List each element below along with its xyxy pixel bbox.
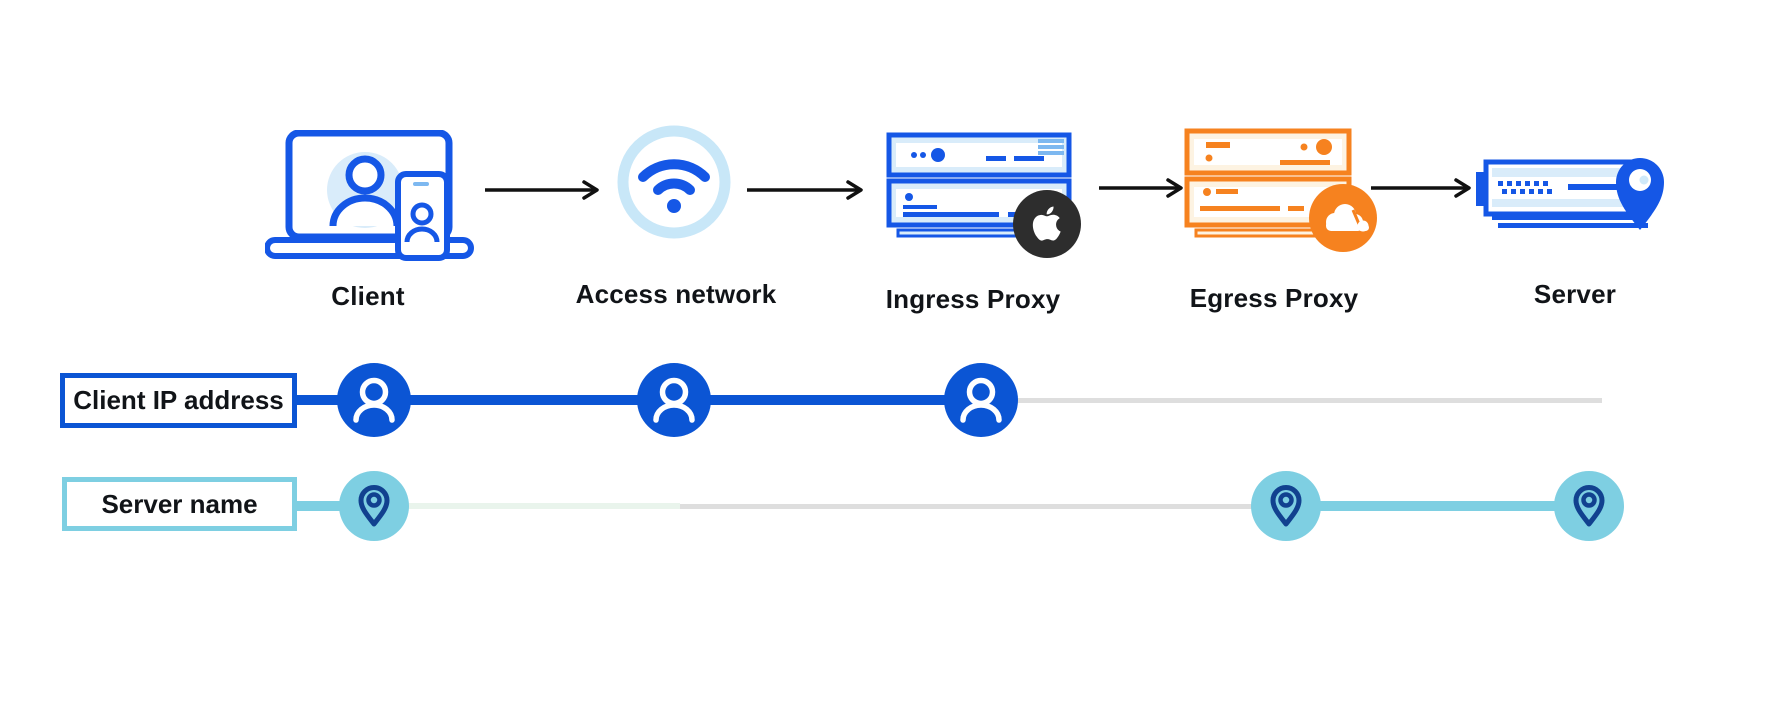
server-name-marker	[1554, 471, 1624, 541]
client-ip-marker	[944, 363, 1018, 437]
server-name-marker	[1251, 471, 1321, 541]
server-name-visible-line	[295, 501, 375, 511]
arrow-icon	[1099, 178, 1183, 198]
person-icon	[960, 377, 1002, 423]
client-ip-hidden-line	[981, 398, 1602, 403]
client-devices-icon	[265, 130, 474, 261]
location-pin-icon	[1573, 485, 1605, 527]
client-ip-marker	[637, 363, 711, 437]
cloudflare-logo-icon	[1309, 184, 1377, 252]
faded-highlight-segment	[382, 503, 680, 509]
flow-node-label: Client	[331, 281, 405, 311]
lane-label-server-name: Server name	[62, 477, 297, 531]
person-icon	[353, 377, 395, 423]
wifi-icon	[617, 125, 731, 239]
flow-node-label: Access network	[575, 279, 777, 309]
server-location-icon	[1476, 158, 1664, 230]
server-name-visible-line	[1286, 501, 1589, 511]
flow-node-label: Egress Proxy	[1189, 283, 1359, 313]
server-name-marker	[339, 471, 409, 541]
client-ip-marker	[337, 363, 411, 437]
location-pin-icon	[358, 485, 390, 527]
lane-label-client-ip: Client IP address	[60, 373, 297, 428]
flow-node-label: Server	[1533, 279, 1617, 309]
person-icon	[653, 377, 695, 423]
flow-node-label: Ingress Proxy	[885, 284, 1061, 314]
apple-logo-icon	[1013, 190, 1081, 258]
arrow-icon	[1371, 178, 1471, 198]
server-name-hidden-line	[374, 504, 1286, 509]
arrow-icon	[747, 180, 863, 200]
location-pin-icon	[1270, 485, 1302, 527]
arrow-icon	[485, 180, 599, 200]
